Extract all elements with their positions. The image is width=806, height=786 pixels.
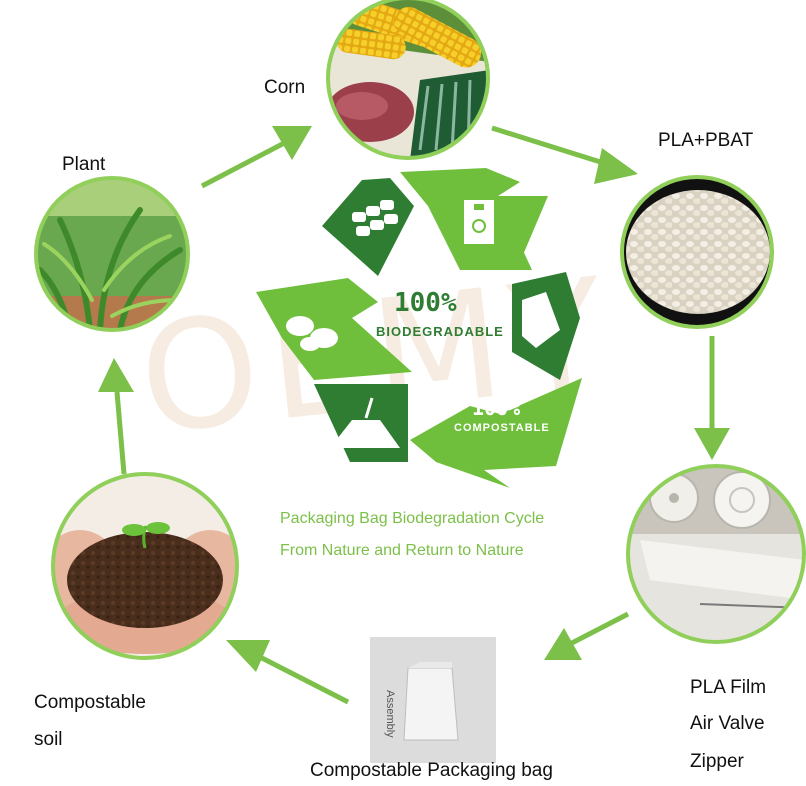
label-pla-pbat: PLA+PBAT [658,130,754,151]
badge-biodegradable-text: BIODEGRADABLE [376,324,504,339]
cycle-arrow-soil-to-plant [98,358,134,475]
bales-icon [352,200,398,236]
shopping-bag-icon [522,292,560,348]
caption-line-1: Packaging Bag Biodegradation Cycle [280,510,545,527]
cycle-arrow-corn-to-pla [491,125,638,184]
cycle-arrow-pla-to-film [694,336,730,460]
bag-icon [464,200,494,244]
pla-pbat-pellets-image [620,175,774,329]
bag-brand-text: Assembly [384,690,396,738]
label-zipper: Zipper [690,751,744,772]
label-compostable-soil-line1: Compostable [34,692,146,713]
corn-image [326,0,490,160]
badge-compostable-percent: 100% [472,396,521,420]
packaging-bag-image [370,637,496,763]
label-compostable-soil-line2: soil [34,729,63,750]
cycle-arrow-plant-to-corn [200,126,312,189]
potato-icon [286,316,338,351]
plant-image [34,176,190,332]
recycle-arrow-left [256,278,412,380]
caption-line-2: From Nature and Return to Nature [280,542,524,559]
label-air-valve: Air Valve [690,713,765,734]
badge-biodegradable-percent: 100% [394,288,457,318]
label-pla-film: PLA Film [690,677,767,698]
label-corn: Corn [264,77,306,98]
compostable-soil-image [51,472,239,660]
label-packaging-bag: Compostable Packaging bag [310,760,553,781]
recycle-arrow-bottom [410,378,582,488]
label-plant: Plant [62,154,106,175]
badge-compostable-text: COMPOSTABLE [454,422,550,434]
cycle-arrow-bag-to-soil [226,640,350,705]
cycle-arrow-film-to-bag [544,611,630,660]
powder-icon [330,397,400,448]
pla-film-valve-zipper-image [626,464,806,644]
recycle-symbol [256,168,582,488]
